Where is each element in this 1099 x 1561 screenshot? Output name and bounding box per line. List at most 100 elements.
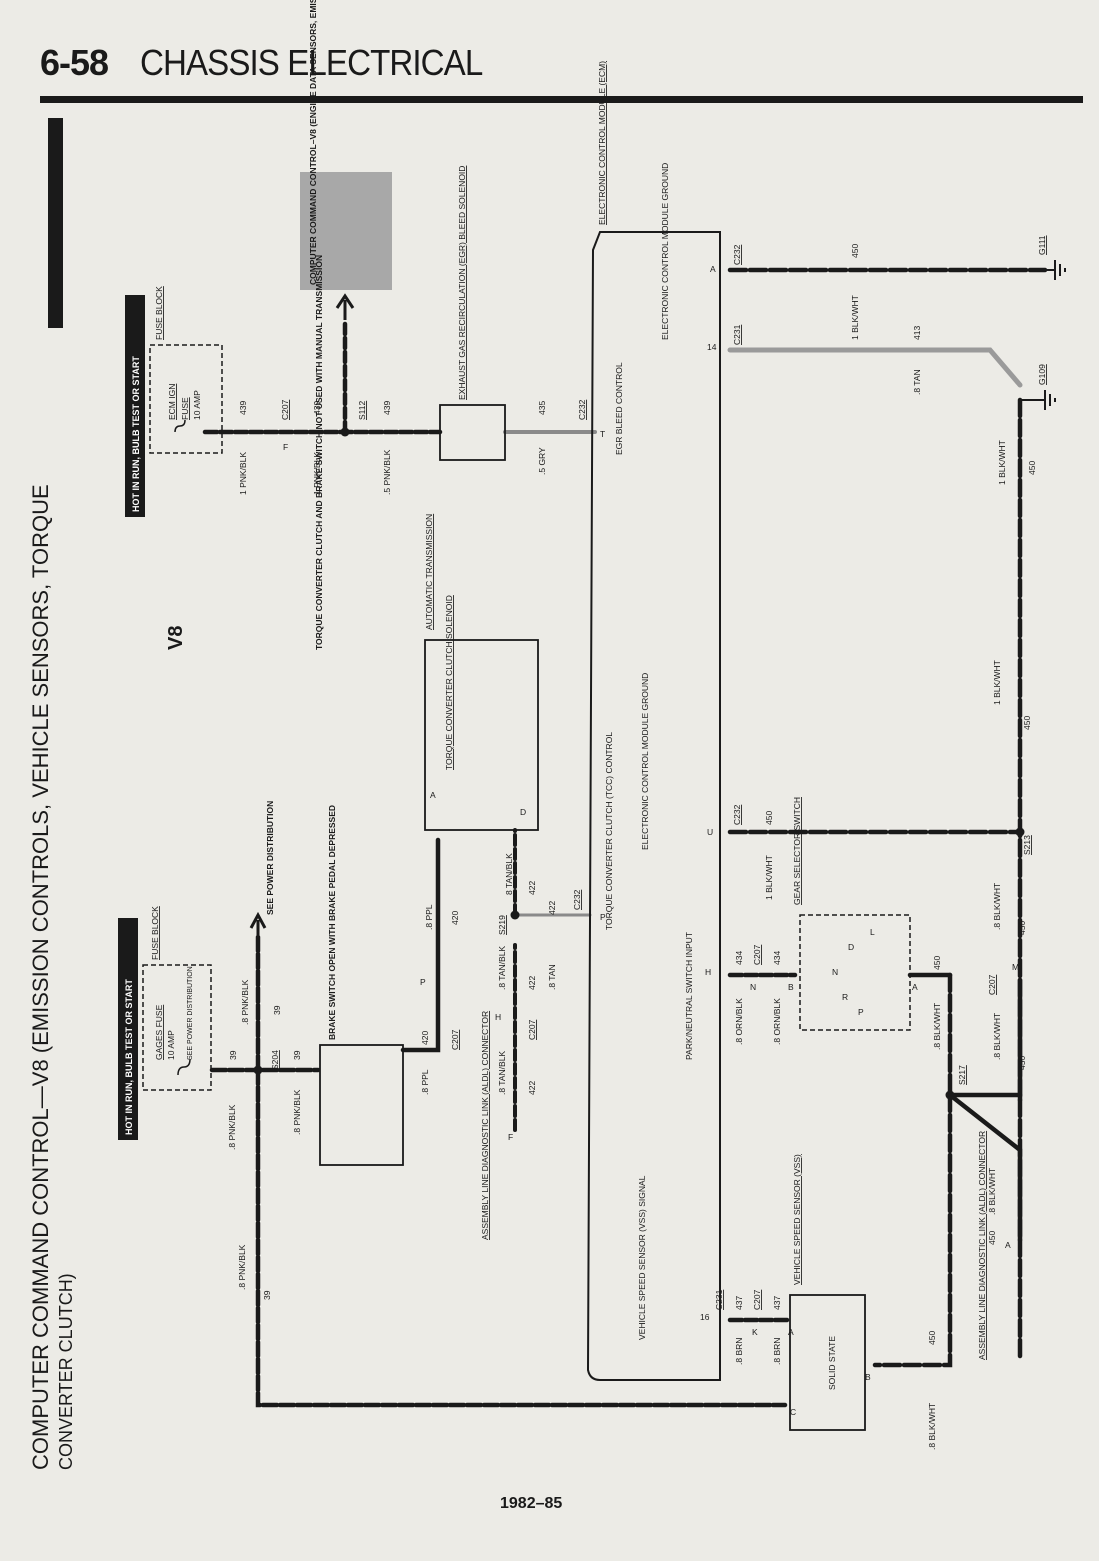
wire-label-450h: 450 [987,1231,997,1245]
section-marker-bar [48,118,63,328]
labels: V8 FUSE BLOCK GAGES FUSE 10 AMP SEE POWE… [150,0,1047,1450]
wire-label-420a: 420 [420,1031,430,1045]
conn-s213: S213 [1022,835,1032,855]
wire-450-aldl [947,1092,1023,1243]
conn-c232-d: C232 [732,804,742,825]
wire-label-437b: 437 [772,1296,782,1310]
computer-box-label: COMPUTER COMMAND CONTROL–V8 (ENGINE DATA… [308,0,318,285]
fuse-block-label-2: FUSE BLOCK [154,286,164,340]
wire-label-blkwht-c: 1 BLK/WHT [992,660,1002,705]
footer-years: 1982–85 [500,1495,563,1512]
ecm-title-label: ELECTRONIC CONTROL MODULE (ECM) [597,61,607,225]
wire-label-tan8: .8 TAN [547,964,557,990]
wire-label-blkwht-f: .8 BLK/WHT [932,1003,942,1050]
pin-16: 16 [700,1312,710,1322]
pin-a-aldl: A [1005,1240,1011,1250]
computer-command-box [300,172,392,290]
wire-39-bus [255,1067,788,1408]
wire-label-1pnkblk-a: 1 PNK/BLK [238,452,248,495]
wire-label-brn-a: .8 BRN [734,1338,744,1365]
wire-label-420b: 420 [450,911,460,925]
arrow-to-computer-icon [335,293,355,320]
wire-label-blkwht-d: 1 BLK/WHT [764,855,774,900]
wire-label-5pnkblk: .5 PNK/BLK [382,449,392,495]
ecm-module-outline [586,231,721,1381]
automatic-label: AUTOMATIC TRANSMISSION [424,514,434,630]
pin-a-gear: A [912,982,918,992]
wires [202,267,1048,1408]
amp-label-1: 10 AMP [166,1030,176,1060]
pin-t: T [600,429,605,439]
gages-fuse-label: GAGES FUSE [154,1004,164,1060]
vss-box [789,1294,866,1431]
note-tcc-label: TORQUE CONVERTER CLUTCH AND BRAKE SWITCH… [314,255,324,650]
see-power-small: SEE POWER DISTRIBUTION [187,966,194,1060]
header-rule [40,96,1083,103]
conn-c207-e: C207 [752,1289,762,1310]
wire-label-39a: 39 [228,1050,238,1060]
gear-p: P [858,1007,864,1017]
splice-s219 [510,910,520,920]
arrow-see-power-icon [249,911,267,935]
wire-label-brn-b: .8 BRN [772,1338,782,1365]
pin-k: K [752,1327,758,1337]
wire-450-s217 [872,972,953,1368]
wire-label-434b: 434 [772,951,782,965]
conn-c207-b: C207 [527,1019,537,1040]
pin-b-vss: B [865,1372,871,1382]
fuse-label: FUSE [180,397,190,420]
conn-s112: S112 [357,401,367,420]
egr-bleed-label: EGR BLEED CONTROL [614,362,624,455]
solid-state-label: SOLID STATE [827,1336,837,1390]
pin-u: U [707,827,713,837]
page-number: 6-58 [40,42,109,83]
wire-label-435: 435 [537,401,547,415]
wire-label-pnkblk-1: .8 PNK/BLK [227,1104,237,1150]
conn-g111: G111 [1037,235,1047,255]
wire-label-422a: 422 [527,1081,537,1095]
hot-label-gages: HOT IN RUN, BULB TEST OR START [124,979,134,1135]
wire-label-ppl-a: .8 PPL [420,1069,430,1095]
gear-r: R [842,992,848,1002]
wire-label-422c: 422 [527,881,537,895]
egr-solenoid-box [439,404,506,461]
pin-m: M [1012,962,1019,972]
ecm-ign-label: ECM IGN [167,384,177,420]
wire-label-blkwht-b: 1 BLK/WHT [997,440,1007,485]
wire-420-brake [400,837,441,1053]
brake-switch-label: BRAKE SWITCH OPEN WITH BRAKE PEDAL DEPRE… [327,805,337,1040]
pin-f-1: F [283,442,288,452]
conn-c232-a: C232 [572,889,582,910]
pin-d-tcc: D [520,807,526,817]
splice-s112 [340,427,350,437]
vss-label: VEHICLE SPEED SENSOR (VSS) [792,1154,802,1285]
hot-box-gages: HOT IN RUN, BULB TEST OR START [118,918,138,1140]
ecm-ground-label: ELECTRONIC CONTROL MODULE GROUND [660,163,670,340]
gages-fuse-element-icon [177,1058,191,1076]
conn-c207-d: C207 [752,944,762,965]
wire-label-ppl-b: .8 PPL [424,904,434,930]
conn-g109: G109 [1037,364,1047,385]
wire-label-pnkblk-3: .8 PNK/BLK [292,1089,302,1135]
conn-c231-b: C231 [714,1289,724,1310]
egr-solenoid-label: EXHAUST GAS RECIRCULATION (EGR) BLEED SO… [457,166,467,400]
ground-g111-icon [1045,260,1066,280]
wire-label-450i: 450 [927,1331,937,1345]
pin-14: 14 [707,342,717,352]
aldl-label-2: ASSEMBLY LINE DIAGNOSTIC LINK (ALDL) CON… [977,1131,987,1360]
pin-p-1: P [420,977,426,987]
wire-label-450e: 450 [1017,921,1027,935]
conn-c207-a: C207 [450,1029,460,1050]
vss-signal-label: VEHICLE SPEED SENSOR (VSS) SIGNAL [637,1175,647,1340]
amp-label-2: 10 AMP [192,390,202,420]
hot-label-ecm: HOT IN RUN, BULB TEST OR START [131,356,141,512]
pin-p-2: P [600,912,606,922]
conn-c207-f: C207 [987,974,997,995]
ecm-fuse-block [149,344,223,454]
wire-label-1pnkblk-b: 1 PNK/BLK [312,452,322,495]
wire-label-422b: 422 [527,976,537,990]
wire-413 [727,347,1023,388]
wire-label-pnkblk-2: .8 PNK/BLK [237,1244,247,1290]
conn-s217: S217 [957,1065,967,1085]
pnsw-input-label: PARK/NEUTRAL SWITCH INPUT [684,932,694,1060]
